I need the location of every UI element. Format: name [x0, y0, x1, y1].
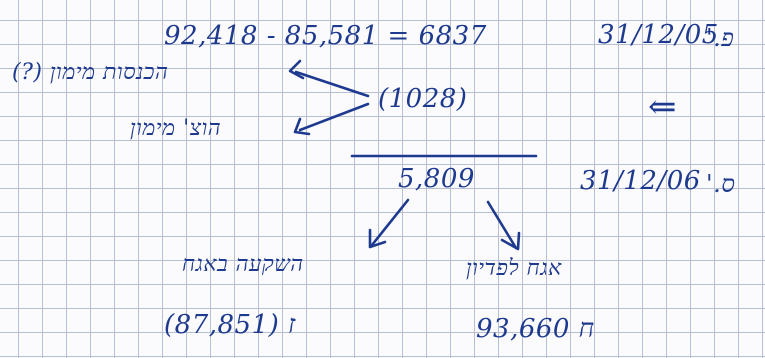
label-current-period: ס.': [706, 170, 736, 198]
date-prior-period: 31/12/05: [598, 20, 719, 50]
branch-lower-label: הוצ' מימון: [130, 116, 222, 141]
right-branch-label: אגח לפדיון: [466, 256, 562, 281]
right-branch-value: ח 93,660: [476, 314, 595, 344]
arrow-to-right-branch: [486, 200, 521, 251]
date-current-period: 31/12/06: [580, 166, 701, 196]
result-value: 5,809: [398, 164, 475, 194]
left-arrow-icon: ⇐: [648, 87, 677, 127]
equation-text: 92,418 - 85,581 = 6837: [164, 21, 487, 51]
arrow-to-upper-branch: [288, 59, 370, 98]
branch-upper-label: הכנסות מימון (?): [12, 60, 169, 85]
left-branch-label: השקעה באגח: [182, 252, 304, 277]
left-branch-value: ז (87,851): [164, 310, 296, 340]
arrow-to-left-branch: [368, 198, 410, 249]
label-prior-period: פ.': [706, 24, 735, 52]
arrow-to-lower-branch: [293, 102, 370, 136]
code-text: (1028): [378, 84, 468, 114]
